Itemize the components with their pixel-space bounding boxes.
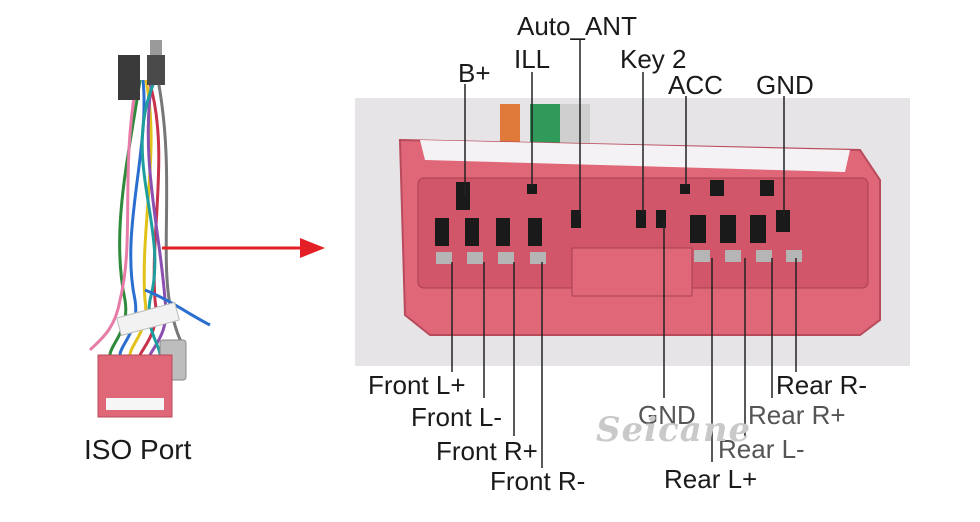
watermark: Seicane <box>596 410 752 450</box>
wire-teal <box>140 79 162 356</box>
antenna-connector <box>118 55 140 100</box>
wire-pink <box>88 79 139 352</box>
label-acc: ACC <box>668 70 723 100</box>
arrow-head <box>300 238 325 258</box>
label-rear-r-plus: Rear R+ <box>748 400 846 430</box>
pin-row-top <box>456 180 790 232</box>
label-front-r-minus: Front R- <box>490 466 586 496</box>
label-front-r-plus: Front R+ <box>436 436 538 466</box>
label-front-l-minus: Front L- <box>411 402 503 432</box>
label-key-2: Key 2 <box>620 44 687 74</box>
leader-lines-bottom <box>451 220 797 468</box>
label-rear-l-minus: Rear L- <box>718 434 805 464</box>
wire-yellow <box>128 79 153 356</box>
label-auto-ant: Auto_ANT <box>517 11 637 41</box>
label-gnd-bottom: GND <box>638 400 696 430</box>
wire-tag <box>116 301 180 337</box>
wire-purple <box>146 79 168 356</box>
label-front-l-plus: Front L+ <box>368 370 466 400</box>
caption-iso-port: ISO Port <box>84 434 192 465</box>
pin-row-bottom <box>436 250 802 264</box>
label-rear-r-minus: Rear R- <box>776 370 868 400</box>
leader-lines-top <box>464 40 785 216</box>
pin-row-middle <box>435 215 766 246</box>
wire-grey <box>156 79 187 351</box>
label-b-plus: B+ <box>458 58 491 88</box>
label-rear-l-plus: Rear L+ <box>664 464 758 494</box>
label-gnd-top: GND <box>756 70 814 100</box>
wire-blue-2 <box>144 288 211 327</box>
label-ill: ILL <box>514 44 551 74</box>
connector-latch <box>571 247 693 297</box>
connector-label-strip <box>420 140 850 172</box>
